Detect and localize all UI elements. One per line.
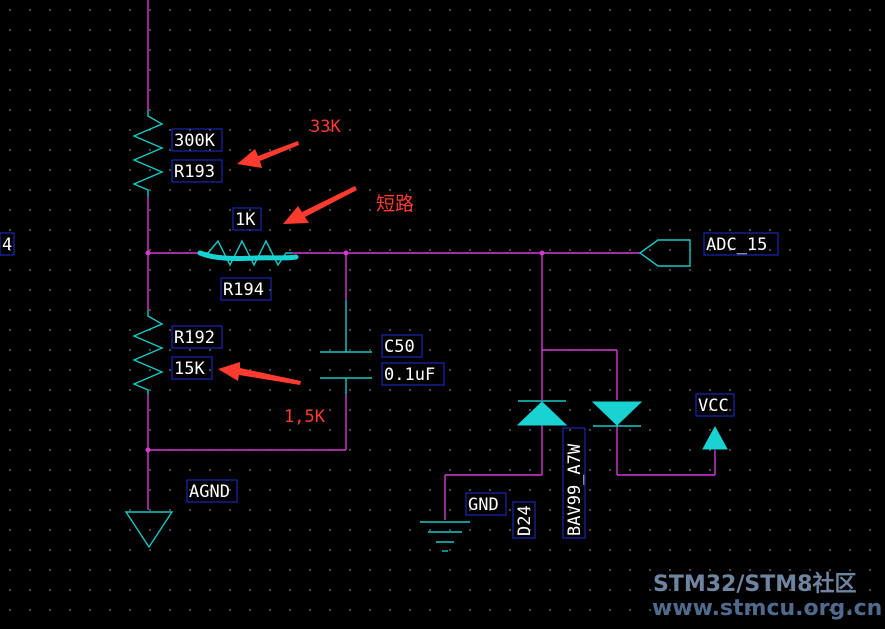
resistor-r192[interactable]	[132, 310, 164, 395]
gnd-symbol-icon	[420, 521, 470, 552]
r194-value-text: 1K	[235, 210, 256, 230]
label-r192-ref: R192	[171, 325, 223, 349]
annotation-r194-short: 短路	[376, 193, 414, 215]
d24-ref-text: D24	[515, 505, 535, 536]
vcc-arrow-icon	[702, 425, 728, 450]
label-r193-ref: R193	[171, 159, 223, 183]
adc-net-text: ADC_15	[706, 235, 767, 255]
gnd-net-text: GND	[468, 495, 499, 515]
r193-value-text: 300K	[174, 131, 216, 151]
annotation-r193-new-value: 33K	[310, 117, 341, 137]
resistor-r193[interactable]	[132, 110, 164, 197]
annotation-arrow-icon	[283, 186, 357, 224]
adc-port-icon[interactable]	[638, 239, 691, 267]
label-r193-value: 300K	[171, 128, 223, 152]
label-d24-ref: D24	[512, 501, 536, 539]
label-r194-value: 1K	[232, 207, 262, 231]
short-highlight-stroke	[197, 250, 299, 261]
agnd-symbol-icon	[124, 511, 174, 549]
c50-value-text: 0.1uF	[384, 365, 435, 385]
r193-ref-text: R193	[174, 162, 215, 182]
agnd-net-text: AGND	[189, 482, 230, 502]
annotation-arrow-icon	[218, 362, 301, 385]
watermark-line2: www.stmcu.org.cn	[652, 596, 882, 621]
label-r192-value: 15K	[171, 356, 213, 380]
r194-ref-text: R194	[223, 280, 264, 300]
r192-ref-text: R192	[174, 328, 215, 348]
label-c50-ref: C50	[381, 334, 423, 358]
label-d24-part: BAV99_A7W	[562, 427, 586, 539]
label-c50-value: 0.1uF	[381, 362, 445, 386]
diode-d24[interactable]	[516, 400, 643, 427]
c50-ref-text: C50	[384, 337, 415, 357]
edge-fragment-text: 4	[2, 235, 12, 255]
capacitor-c50[interactable]	[320, 300, 372, 395]
d24-part-text: BAV99_A7W	[565, 443, 585, 536]
wires	[145, 0, 716, 520]
label-gnd-net: GND	[465, 492, 507, 516]
label-vcc-net: VCC	[695, 393, 735, 417]
vcc-net-text: VCC	[698, 396, 729, 416]
annotation-arrow-icon	[237, 141, 299, 168]
r192-value-text: 15K	[174, 359, 205, 379]
label-agnd-net: AGND	[186, 479, 238, 503]
annotation-r192-new-value: 1,5K	[284, 407, 326, 427]
label-r194-ref: R194	[220, 277, 272, 301]
label-edge-fragment: 4	[0, 232, 15, 256]
label-adc-net: ADC_15	[703, 232, 779, 256]
watermark-line1: STM32/STM8社区	[653, 571, 856, 597]
